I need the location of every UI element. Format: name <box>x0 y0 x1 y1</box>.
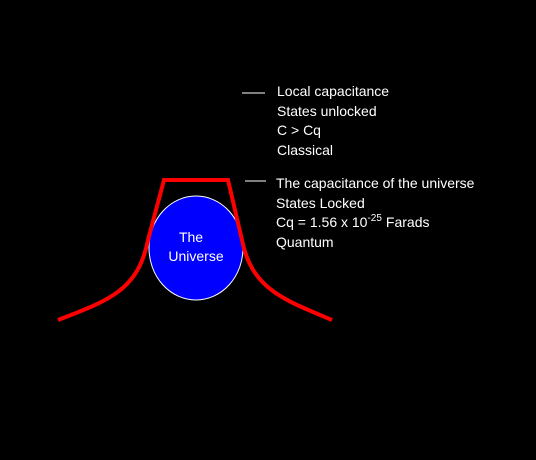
local-capacitance-label: Local capacitance States unlocked C > Cq… <box>277 82 389 160</box>
universe-label-line-1: The <box>179 229 203 245</box>
universe-capacitance-title: The capacitance of the universe <box>276 175 475 191</box>
universe-capacitance-label: The capacitance of the universe States L… <box>276 174 474 252</box>
cq-value-prefix: Cq = 1.56 x 10 <box>276 214 368 230</box>
c-greater-than-cq-text: C > Cq <box>277 122 321 138</box>
universe-label-line-2: Universe <box>168 248 223 264</box>
cq-value-unit: Farads <box>385 214 430 230</box>
states-unlocked-text: States unlocked <box>277 102 377 119</box>
classical-text: Classical <box>277 141 334 158</box>
capacitance-curve <box>57 178 333 322</box>
cq-value-exponent: -25 <box>367 213 382 224</box>
quantum-text: Quantum <box>276 233 334 250</box>
states-locked-text: States Locked <box>276 194 365 211</box>
local-capacitance-title: Local capacitance <box>277 83 390 99</box>
